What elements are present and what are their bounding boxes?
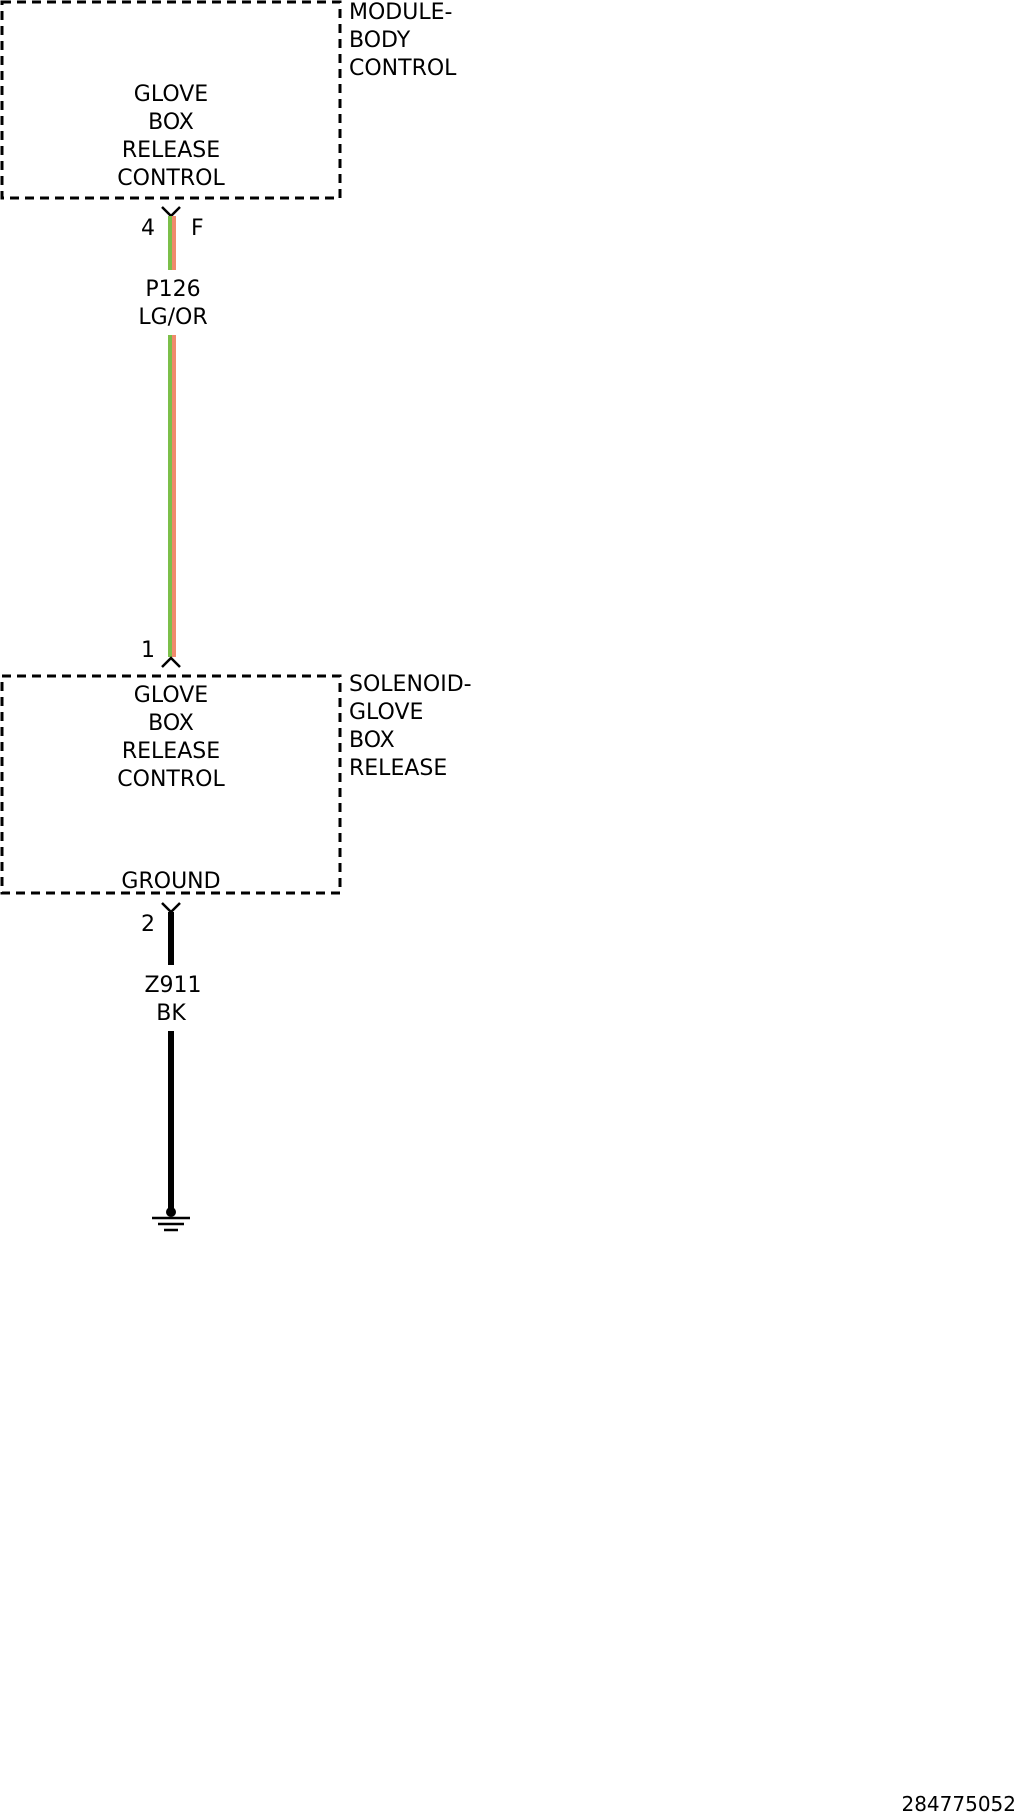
connector-f-label: F [191, 216, 204, 241]
module-body-control: MODULE- BODY CONTROL GLOVE BOX RELEASE C… [0, 0, 457, 200]
wire-z911-segment-top [168, 912, 174, 965]
module-body-control-label-3: CONTROL [349, 56, 457, 81]
module-function-label-4: CONTROL [117, 166, 225, 191]
module-function-label-2: BOX [148, 110, 194, 135]
solenoid-function-label-4: CONTROL [117, 767, 225, 792]
female-terminal-icon [161, 206, 181, 218]
pin-1-label: 1 [141, 638, 155, 663]
female-terminal-icon [161, 902, 181, 914]
wire-p126-segment-bottom-orange [172, 335, 176, 657]
wire-p126-segment-top-green [168, 216, 172, 270]
wire-z911: Z911 BK [144, 912, 202, 1212]
solenoid-label-4: RELEASE [349, 756, 447, 781]
wire-z911-segment-bottom [168, 1031, 174, 1212]
solenoid-function-label-1: GLOVE [134, 683, 208, 708]
solenoid-label-2: GLOVE [349, 700, 423, 725]
wire-p126-segment-bottom-green [168, 335, 172, 657]
connector-pin-2: 2 [141, 902, 181, 937]
module-body-control-label-1: MODULE- [349, 0, 452, 25]
solenoid-label-1: SOLENOID- [349, 672, 472, 697]
connector-pin-1: 1 [141, 638, 181, 668]
solenoid-function-label-2: BOX [148, 711, 194, 736]
module-body-control-label-2: BODY [349, 28, 411, 53]
solenoid-ground-label: GROUND [121, 869, 220, 894]
wire-p126-circuit-label: P126 [145, 277, 200, 302]
solenoid-glove-box-release-box [0, 674, 342, 895]
ground-icon [152, 1207, 190, 1232]
wire-z911-circuit-label: Z911 [144, 973, 201, 998]
solenoid-function-label-3: RELEASE [122, 739, 220, 764]
wire-z911-color-label: BK [156, 1001, 186, 1026]
pin-4-label: 4 [141, 216, 155, 241]
module-function-label-1: GLOVE [134, 82, 208, 107]
module-function-label-3: RELEASE [122, 138, 220, 163]
solenoid-label-3: BOX [349, 728, 395, 753]
module-body-control-box [0, 0, 342, 200]
wire-p126-segment-top-orange [172, 216, 176, 270]
figure-id: 284775052 [901, 1792, 1016, 1815]
pin-2-label: 2 [141, 912, 155, 937]
solenoid-glove-box-release: SOLENOID- GLOVE BOX RELEASE GLOVE BOX RE… [0, 672, 472, 895]
male-terminal-icon [161, 656, 181, 668]
wire-p126: P126 LG/OR [138, 216, 208, 657]
wire-p126-color-label: LG/OR [138, 305, 207, 330]
